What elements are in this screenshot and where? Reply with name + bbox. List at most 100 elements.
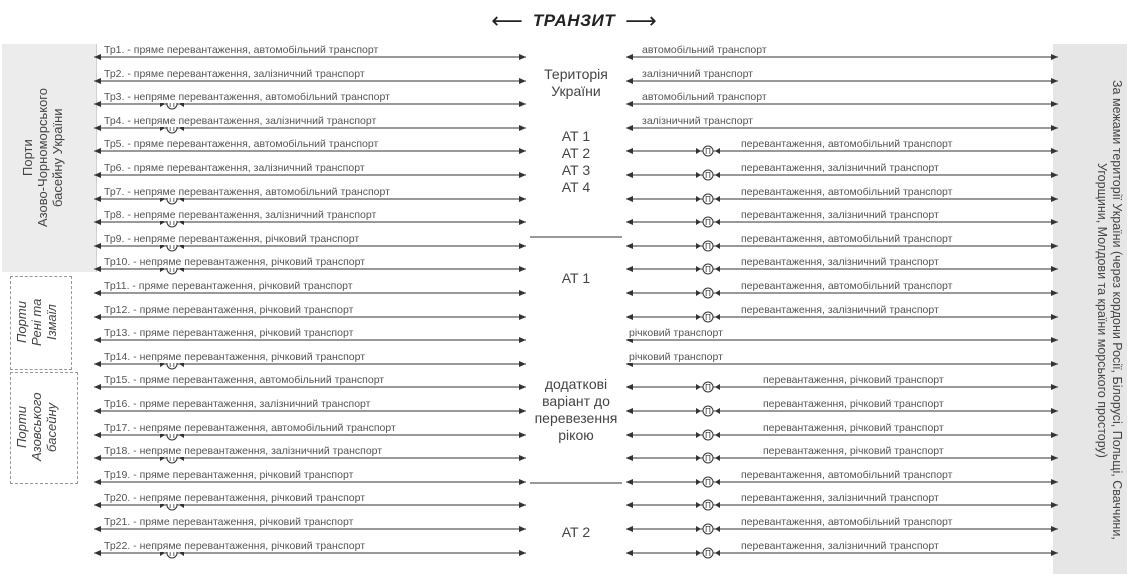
left-route-label: Тр4. - непряме перевантаження, залізничн… bbox=[103, 115, 378, 127]
left-arrow-head bbox=[94, 78, 101, 84]
left-group-bg-3 bbox=[10, 372, 78, 484]
left-route-label: Тр7. - непряме перевантаження, автомобіл… bbox=[103, 186, 391, 198]
right-arrow-head bbox=[626, 502, 633, 508]
left-arrow-head bbox=[519, 243, 526, 249]
left-arrow-head bbox=[519, 384, 526, 390]
right-arrow-head bbox=[626, 78, 633, 84]
svg-text:П: П bbox=[705, 313, 711, 322]
right-arrow-head bbox=[1051, 408, 1058, 414]
svg-text:П: П bbox=[169, 265, 175, 274]
left-route-label: Тр17. - непряме перевантаження, автомобі… bbox=[103, 422, 397, 434]
left-route-label: Тр13. - пряме перевантаження, річковий т… bbox=[103, 327, 355, 339]
transship-icon: П bbox=[696, 523, 720, 535]
right-arrow-head bbox=[626, 314, 633, 320]
right-arrow-head bbox=[1051, 550, 1058, 556]
right-route-label: перевантаження, залізничний транспорт bbox=[740, 209, 940, 221]
right-arrow-head bbox=[626, 196, 633, 202]
left-arrow-head bbox=[519, 502, 526, 508]
left-route-label: Тр8. - непряме перевантаження, залізничн… bbox=[103, 209, 378, 221]
transship-icon: П bbox=[696, 263, 720, 275]
transship-icon: П bbox=[696, 499, 720, 511]
left-arrow-head bbox=[94, 125, 101, 131]
svg-text:П: П bbox=[705, 265, 711, 274]
svg-text:П: П bbox=[705, 242, 711, 251]
right-arrow-head bbox=[1051, 266, 1058, 272]
right-route-label: перевантаження, залізничний транспорт bbox=[740, 540, 940, 552]
svg-text:П: П bbox=[705, 431, 711, 440]
svg-text:П: П bbox=[705, 289, 711, 298]
svg-text:П: П bbox=[169, 501, 175, 510]
right-route-label: перевантаження, автомобільний транспорт bbox=[740, 469, 954, 481]
right-route-label: перевантаження, річковий транспорт bbox=[762, 398, 945, 410]
left-route-label: Тр15. - пряме перевантаження, автомобіль… bbox=[103, 374, 386, 386]
right-route-label: перевантаження, річковий транспорт bbox=[762, 445, 945, 457]
right-arrow-head bbox=[626, 101, 633, 107]
right-arrow-head bbox=[626, 455, 633, 461]
left-route-label: Тр20. - непряме перевантаження, річковий… bbox=[103, 492, 367, 504]
left-arrow-head bbox=[94, 550, 101, 556]
right-arrow-head bbox=[1051, 54, 1058, 60]
left-arrow-head bbox=[94, 361, 101, 367]
right-arrow-head bbox=[626, 148, 633, 154]
right-route-label: перевантаження, залізничний транспорт bbox=[740, 256, 940, 268]
right-arrow-head bbox=[626, 54, 633, 60]
svg-text:П: П bbox=[705, 525, 711, 534]
svg-text:П: П bbox=[705, 501, 711, 510]
left-arrow-head bbox=[519, 172, 526, 178]
right-arrow-head bbox=[1051, 101, 1058, 107]
right-arrow-head bbox=[1051, 526, 1058, 532]
transship-icon: П bbox=[696, 169, 720, 181]
left-route-label: Тр10. - непряме перевантаження, річковий… bbox=[103, 256, 367, 268]
left-arrow-head bbox=[94, 101, 101, 107]
right-arrow-head bbox=[1051, 125, 1058, 131]
left-arrow-head bbox=[94, 266, 101, 272]
left-route-label: Тр1. - пряме перевантаження, автомобільн… bbox=[103, 44, 380, 56]
svg-text:П: П bbox=[169, 549, 175, 558]
left-arrow-head bbox=[519, 78, 526, 84]
right-arrow-head bbox=[626, 290, 633, 296]
left-route-label: Тр14. - непряме перевантаження, річковий… bbox=[103, 351, 367, 363]
right-route-label: залізничний транспорт bbox=[641, 68, 754, 80]
transship-icon: П bbox=[696, 381, 720, 393]
left-route-label: Тр6. - пряме перевантаження, залізничний… bbox=[103, 162, 366, 174]
right-arrow-head bbox=[626, 550, 633, 556]
destination-block bbox=[1053, 44, 1127, 574]
right-route-label: перевантаження, автомобільний транспорт bbox=[740, 280, 954, 292]
svg-text:П: П bbox=[705, 218, 711, 227]
transit-banner: ⟵ ТРАНЗИТ ⟶ bbox=[429, 8, 719, 34]
right-route-label: перевантаження, автомобільний транспорт bbox=[740, 138, 954, 150]
right-arrow-head bbox=[1051, 314, 1058, 320]
right-arrow-head bbox=[626, 172, 633, 178]
destination-label: За межами території України (через кордо… bbox=[1095, 80, 1124, 540]
svg-text:П: П bbox=[169, 431, 175, 440]
transship-icon: П bbox=[696, 452, 720, 464]
left-route-label: Тр3. - непряме перевантаження, автомобіл… bbox=[103, 91, 391, 103]
left-arrow-head bbox=[519, 550, 526, 556]
left-route-label: Тр9. - непряме перевантаження, річковий … bbox=[103, 233, 361, 245]
left-arrow-head bbox=[519, 432, 526, 438]
right-arrow-head bbox=[1051, 196, 1058, 202]
left-arrow-head bbox=[94, 172, 101, 178]
right-arrow-head bbox=[626, 125, 633, 131]
svg-text:П: П bbox=[169, 124, 175, 133]
center-at1: АТ 1 bbox=[561, 270, 591, 286]
left-arrow-head bbox=[519, 148, 526, 154]
right-route-label: залізничний транспорт bbox=[641, 115, 754, 127]
left-arrow-head bbox=[94, 314, 101, 320]
left-route-label: Тр22. - непряме перевантаження, річковий… bbox=[103, 540, 367, 552]
svg-text:П: П bbox=[705, 383, 711, 392]
right-route-label: річковий транспорт bbox=[628, 327, 724, 339]
left-arrow-head bbox=[94, 408, 101, 414]
transship-icon: П bbox=[696, 145, 720, 157]
right-arrow-head bbox=[626, 384, 633, 390]
right-route-label: перевантаження, річковий транспорт bbox=[762, 422, 945, 434]
left-arrow-head bbox=[94, 290, 101, 296]
right-route-label: перевантаження, автомобільний транспорт bbox=[740, 516, 954, 528]
svg-text:П: П bbox=[705, 171, 711, 180]
left-arrow-head bbox=[94, 243, 101, 249]
left-arrow-head bbox=[94, 384, 101, 390]
right-arrow-head bbox=[1051, 219, 1058, 225]
left-arrow-head bbox=[519, 361, 526, 367]
left-group-bg-1 bbox=[2, 44, 97, 272]
